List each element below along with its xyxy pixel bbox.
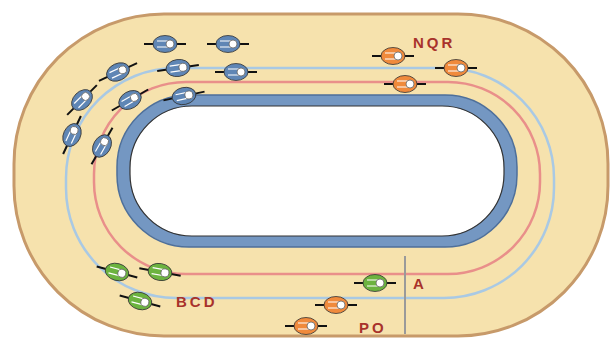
cyclist bbox=[285, 318, 327, 335]
rider-body bbox=[126, 290, 154, 313]
cyclist bbox=[108, 82, 153, 118]
rider-group-label: A bbox=[413, 276, 427, 291]
rider-body bbox=[170, 85, 197, 107]
cyclist bbox=[207, 36, 249, 53]
rider-group-label: NQR bbox=[413, 35, 455, 50]
rider-helmet bbox=[160, 268, 169, 277]
cote-d-azur-band bbox=[117, 95, 517, 247]
sprinters-line bbox=[66, 68, 554, 298]
rider-body bbox=[165, 58, 191, 78]
bicycle bbox=[67, 85, 97, 115]
rider-body bbox=[294, 318, 318, 335]
cyclist bbox=[118, 287, 163, 314]
rider-helmet bbox=[166, 40, 174, 48]
rider-helmet bbox=[237, 68, 245, 76]
rider-helmet bbox=[229, 40, 237, 48]
rider-helmet bbox=[406, 80, 414, 88]
rider-helmet bbox=[69, 125, 80, 136]
rider-helmet bbox=[184, 90, 193, 99]
cyclist bbox=[156, 57, 200, 80]
rider-helmet bbox=[394, 52, 402, 60]
rider-body bbox=[381, 48, 405, 65]
finish-line bbox=[404, 256, 406, 334]
cyclist bbox=[95, 55, 140, 88]
cyclist bbox=[84, 124, 120, 169]
rider-helmet bbox=[80, 91, 91, 102]
rider-body bbox=[324, 297, 348, 314]
rider-helmet bbox=[457, 64, 465, 72]
rider-group-label: PO bbox=[359, 320, 387, 335]
rider-body bbox=[444, 60, 468, 77]
cyclist bbox=[95, 258, 140, 285]
cyclist bbox=[215, 64, 257, 81]
rider-body bbox=[104, 59, 133, 85]
cyclist bbox=[55, 112, 88, 157]
rider-group-label: BCD bbox=[176, 294, 218, 309]
rider-body bbox=[224, 64, 248, 81]
rider-helmet bbox=[129, 92, 140, 103]
cyclist bbox=[435, 60, 477, 77]
rider-body bbox=[89, 131, 116, 160]
rider-body bbox=[216, 36, 240, 53]
rider-helmet bbox=[337, 301, 345, 309]
cyclist bbox=[372, 48, 414, 65]
rider-helmet bbox=[99, 136, 110, 147]
cyclist bbox=[138, 260, 182, 284]
cyclist bbox=[384, 76, 426, 93]
cyclist bbox=[144, 36, 186, 53]
rider-helmet bbox=[376, 279, 384, 287]
cyclist bbox=[61, 79, 103, 121]
rider-body bbox=[153, 36, 177, 53]
rider-body bbox=[115, 87, 144, 114]
rider-helmet bbox=[117, 268, 127, 278]
cyclist bbox=[315, 297, 357, 314]
infield bbox=[130, 106, 504, 236]
rider-helmet bbox=[178, 63, 187, 72]
rider-helmet bbox=[140, 297, 150, 307]
rider-body bbox=[103, 261, 131, 284]
cyclist bbox=[162, 83, 207, 108]
track-surface bbox=[14, 14, 608, 336]
rider-helmet bbox=[307, 322, 315, 330]
rider-body bbox=[363, 275, 387, 292]
cyclist bbox=[354, 275, 396, 292]
rider-body bbox=[147, 262, 174, 283]
rider-helmet bbox=[117, 65, 128, 76]
rider-body bbox=[68, 86, 97, 115]
rider-body bbox=[393, 76, 417, 93]
red-line bbox=[94, 82, 540, 274]
rider-body bbox=[59, 121, 85, 150]
